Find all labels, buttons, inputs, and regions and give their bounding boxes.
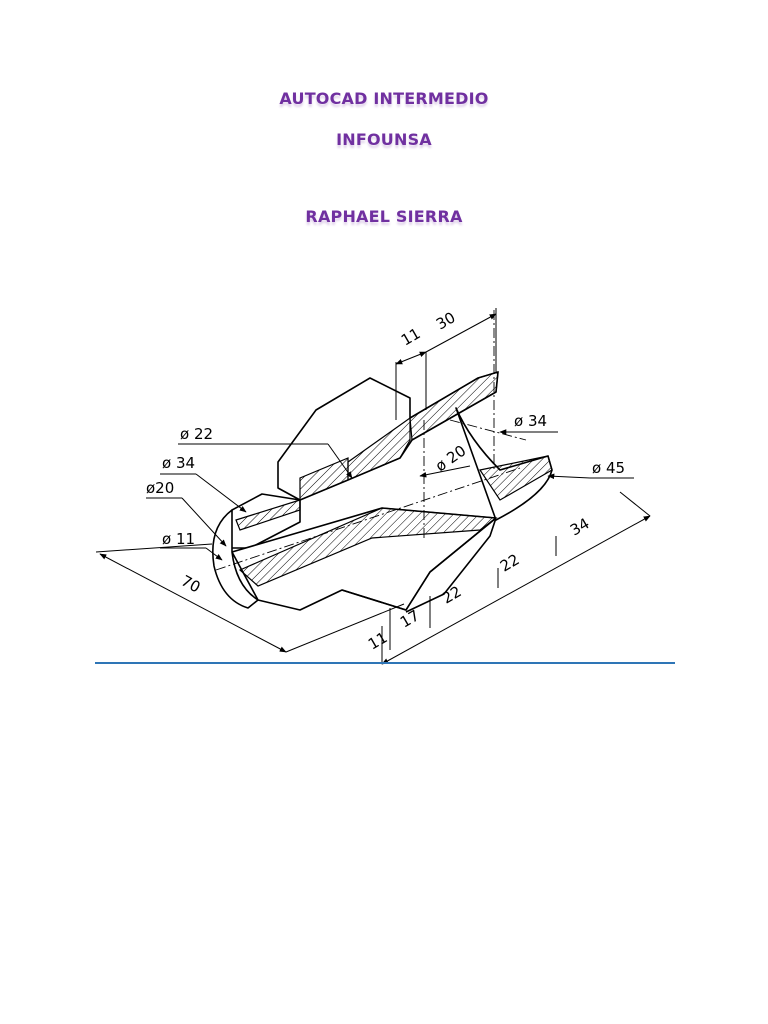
dim-dia-45: ø 45 <box>592 459 625 477</box>
institution-name: INFOUNSA <box>336 130 432 149</box>
dim-base-22a: 22 <box>439 582 465 607</box>
dim-top-11: 11 <box>398 324 424 349</box>
dim-dia-20-left: ø20 <box>146 479 174 497</box>
dim-dia-34-left: ø 34 <box>162 454 195 472</box>
horizontal-divider <box>95 662 675 664</box>
isometric-technical-drawing: 11 30 ø 22 ø 34 ø20 ø 11 70 ø 34 ø 20 ø … <box>96 308 651 665</box>
course-title: AUTOCAD INTERMEDIO <box>279 89 489 108</box>
section-hatching <box>235 371 553 587</box>
dim-dia-22: ø 22 <box>180 425 213 443</box>
dim-base-17: 17 <box>397 606 423 631</box>
dim-top-30: 30 <box>433 308 459 333</box>
dim-length-70: 70 <box>178 572 203 597</box>
dimension-lines <box>96 308 651 665</box>
dim-base-22b: 22 <box>497 550 523 575</box>
author-name: RAPHAEL SIERRA <box>305 207 463 226</box>
dim-base-11: 11 <box>365 628 391 653</box>
dim-base-34: 34 <box>567 514 593 539</box>
dim-dia-11: ø 11 <box>162 530 195 548</box>
dim-dia-34-right: ø 34 <box>514 412 547 430</box>
